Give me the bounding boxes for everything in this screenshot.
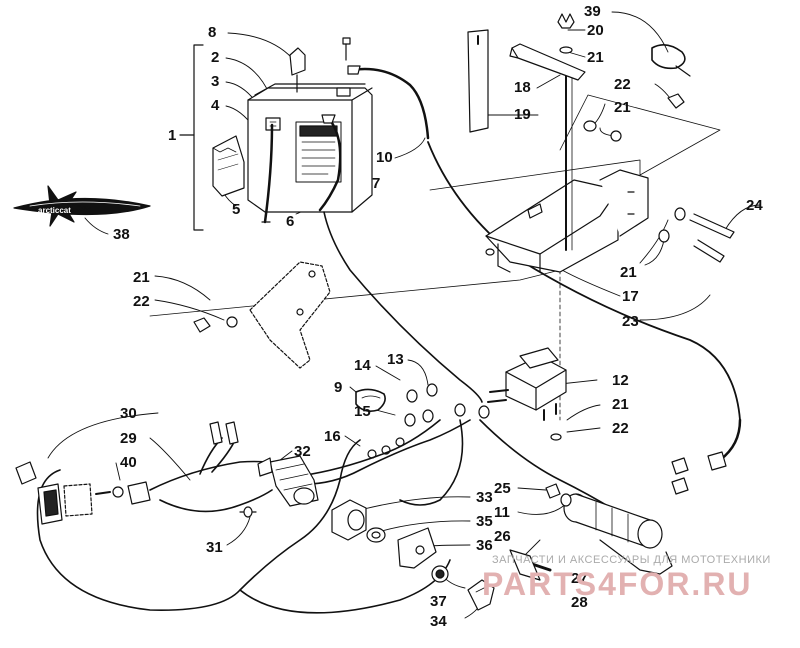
callout-40: 40 bbox=[120, 454, 137, 471]
callout-21: 21 bbox=[612, 396, 629, 413]
watermark-site: PARTS4FOR.RU bbox=[482, 566, 753, 602]
callout-16: 16 bbox=[324, 428, 341, 445]
callout-19: 19 bbox=[514, 106, 531, 123]
callout-33: 33 bbox=[476, 489, 493, 506]
callout-2: 2 bbox=[211, 49, 220, 66]
callout-23: 23 bbox=[622, 313, 639, 330]
callout-9: 9 bbox=[334, 379, 343, 396]
callout-30: 30 bbox=[120, 405, 137, 422]
callout-14: 14 bbox=[354, 357, 371, 374]
callout-21: 21 bbox=[587, 49, 604, 66]
callout-21: 21 bbox=[614, 99, 631, 116]
battery bbox=[247, 83, 373, 213]
callout-22: 22 bbox=[612, 420, 629, 437]
callout-27: 27 bbox=[571, 570, 588, 587]
callout-10: 10 bbox=[376, 149, 393, 166]
callout-11: 11 bbox=[494, 504, 510, 521]
callout-26: 26 bbox=[494, 528, 511, 545]
callout-6: 6 bbox=[286, 213, 295, 230]
callout-7: 7 bbox=[372, 175, 381, 192]
callout-35: 35 bbox=[476, 513, 493, 530]
callout-25: 25 bbox=[494, 480, 511, 497]
callout-12: 12 bbox=[612, 372, 629, 389]
brand-logo-text: arcticcat bbox=[38, 206, 71, 215]
callout-3: 3 bbox=[211, 73, 220, 90]
watermark-tagline: ЗАПЧАСТИ И АКСЕССУАРЫ ДЛЯ МОТОТЕХНИКИ bbox=[492, 554, 771, 566]
callout-24: 24 bbox=[746, 197, 763, 214]
callout-5: 5 bbox=[232, 201, 241, 218]
callout-13: 13 bbox=[387, 351, 404, 368]
callout-37: 37 bbox=[430, 593, 447, 610]
callout-18: 18 bbox=[514, 79, 531, 96]
callout-8: 8 bbox=[208, 24, 217, 41]
callout-32: 32 bbox=[294, 443, 311, 460]
callout-36: 36 bbox=[476, 537, 493, 554]
solenoid bbox=[487, 347, 567, 421]
callout-34: 34 bbox=[430, 613, 447, 630]
callout-28: 28 bbox=[571, 594, 588, 611]
starter-motor bbox=[509, 493, 673, 581]
callout-17: 17 bbox=[622, 288, 639, 305]
callout-15: 15 bbox=[354, 403, 371, 420]
callout-29: 29 bbox=[120, 430, 137, 447]
callout-22: 22 bbox=[614, 76, 631, 93]
callout-1: 1 bbox=[168, 127, 177, 144]
arctic-cat-logo-graphic bbox=[13, 185, 151, 227]
callout-39: 39 bbox=[584, 3, 601, 20]
callout-31: 31 bbox=[206, 539, 223, 556]
battery-tray bbox=[485, 169, 649, 273]
callout-21: 21 bbox=[620, 264, 637, 281]
callout-21: 21 bbox=[133, 269, 150, 286]
callout-4: 4 bbox=[211, 97, 220, 114]
callout-38: 38 bbox=[113, 226, 130, 243]
callout-22: 22 bbox=[133, 293, 150, 310]
callout-20: 20 bbox=[587, 22, 604, 39]
